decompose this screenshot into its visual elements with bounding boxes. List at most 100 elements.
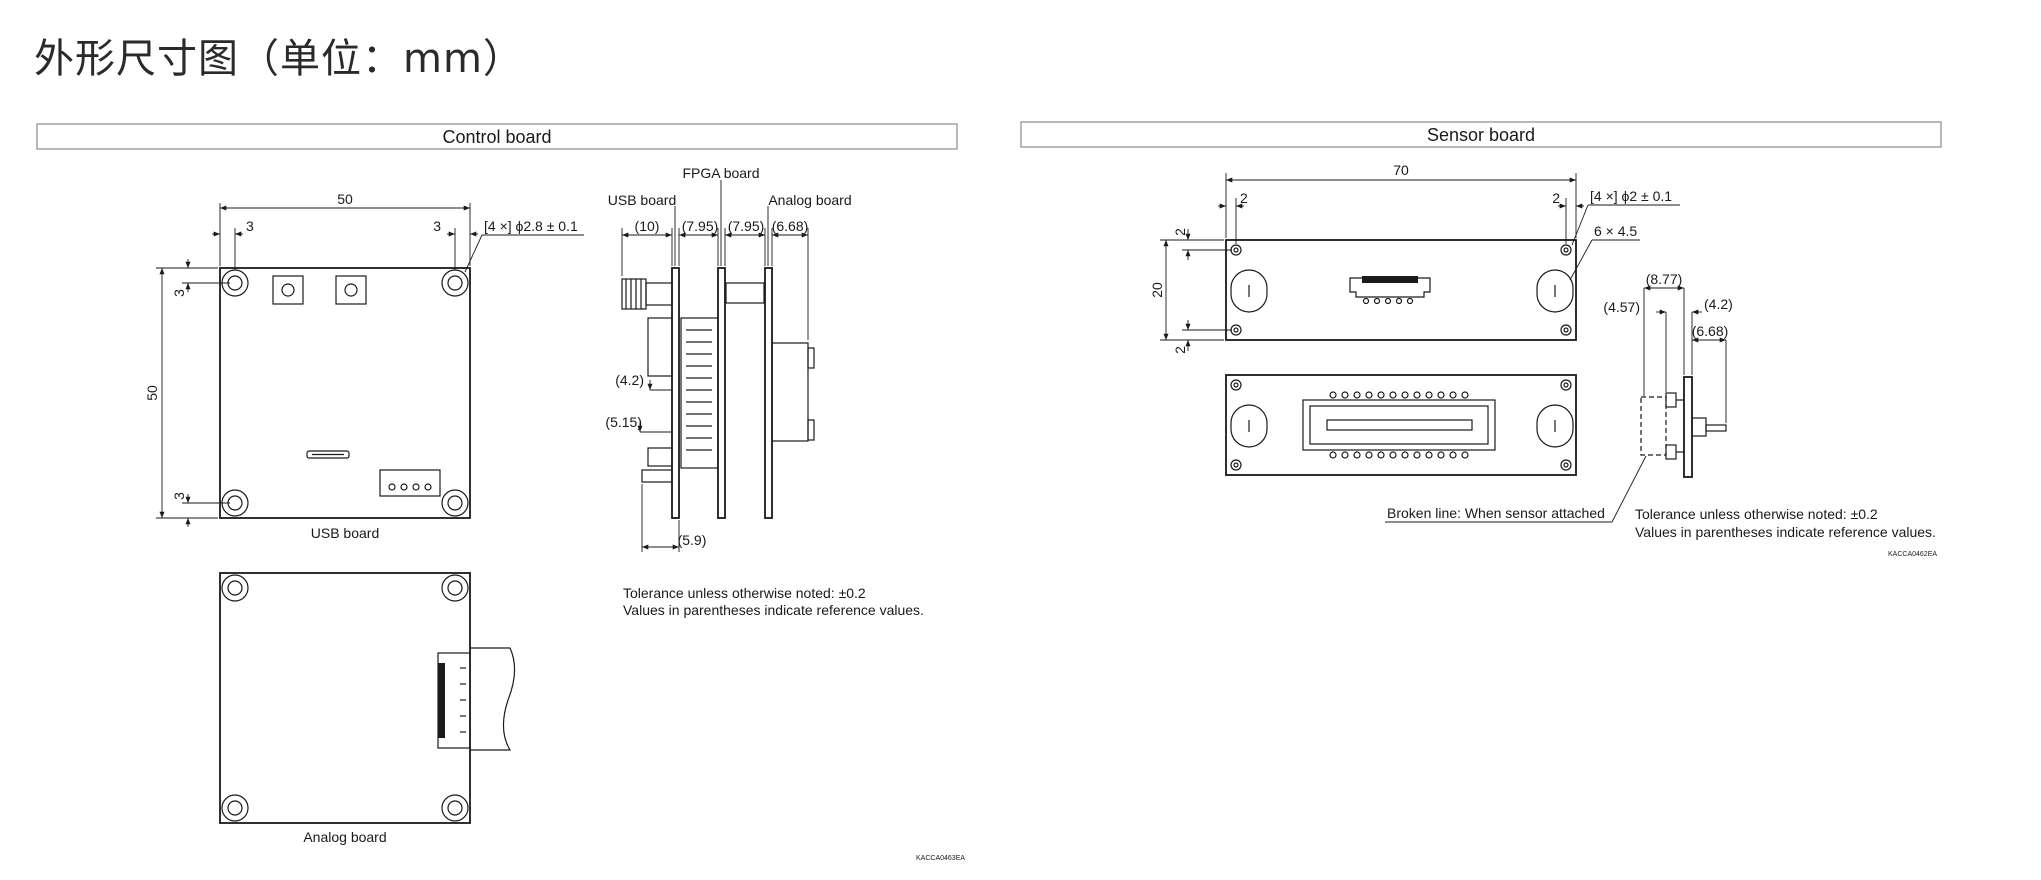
sma-connector-icon: [621, 278, 673, 310]
sensor-dim-4-57: (4.57): [1603, 299, 1640, 315]
sensor-pin-icon: [1353, 391, 1361, 399]
connector-icon: [1349, 276, 1431, 305]
connector-icon: [379, 469, 441, 497]
sensor-pin-icon: [1377, 451, 1385, 459]
sensor-pin-icon: [1425, 391, 1433, 399]
sensor-dim-offset-top: 2: [1172, 228, 1188, 236]
mounting-hole-icon: [1560, 379, 1572, 391]
sensor-pin-icon: [1449, 451, 1457, 459]
mounting-hole-icon: [1230, 379, 1242, 391]
dim-4-2: (4.2): [615, 372, 644, 388]
sensor-pin-icon: [1377, 391, 1385, 399]
side-usb-label: USB board: [608, 192, 676, 208]
sensor-pin-icon: [1389, 391, 1397, 399]
sensor-pin-icon: [1365, 451, 1373, 459]
control-header-box: [36, 123, 958, 150]
dim-hole: [4 ×] ϕ2.8 ± 0.1: [484, 218, 578, 234]
mounting-hole-icon: [221, 794, 249, 822]
control-drawing-code: KACCA0463EA: [916, 855, 965, 862]
side-fpga-label: FPGA board: [682, 165, 759, 181]
mounting-hole-icon: [441, 794, 469, 822]
button-icon: [272, 275, 304, 305]
sensor-board-top-view: 70 2 2 [4 ×] ϕ2 ± 0.1 6 × 4.5 20 2: [1149, 162, 1680, 354]
mounting-hole-icon: [1560, 244, 1572, 256]
button-icon: [335, 275, 367, 305]
sensor-dim-8-77: (8.77): [1646, 271, 1683, 287]
dim-offset-left: 3: [246, 218, 254, 234]
flex-cable-icon: [437, 647, 516, 751]
sensor-board-section: Sensor board 70: [1020, 121, 1942, 558]
sensor-pin-icon: [1329, 451, 1337, 459]
sensor-dim-offset-left: 2: [1240, 190, 1248, 206]
dim-5-15: (5.15): [605, 414, 642, 430]
mounting-hole-icon: [1230, 324, 1242, 336]
sensor-chip-icon: [1302, 391, 1496, 459]
mounting-hole-icon: [1230, 244, 1242, 256]
sensor-note-line1: Tolerance unless otherwise noted: ±0.2: [1635, 506, 1878, 522]
mounting-hole-icon: [1560, 459, 1572, 471]
dim-analog-depth: (6.68): [772, 218, 809, 234]
mounting-hole-icon: [1560, 324, 1572, 336]
usb-board-top-view: 50 3 3 [4 ×] ϕ2.8 ± 0.1 50 3: [144, 191, 584, 527]
sensor-header: Sensor board: [1427, 125, 1535, 145]
sensor-pin-icon: [1437, 451, 1445, 459]
dim-offset-bottom: 3: [171, 492, 187, 500]
mounting-hole-icon: [1230, 459, 1242, 471]
sensor-dim-width: 70: [1393, 162, 1409, 178]
sensor-dim-height: 20: [1149, 282, 1165, 298]
dim-offset-top: 3: [171, 289, 187, 297]
control-note-line1: Tolerance unless otherwise noted: ±0.2: [623, 585, 866, 601]
sensor-pin-icon: [1389, 451, 1397, 459]
mounting-hole-icon: [441, 574, 469, 602]
mounting-hole-icon: [441, 489, 469, 517]
sensor-pin-icon: [1329, 391, 1337, 399]
control-board-section: Control board 50: [36, 123, 965, 862]
usb-board-label: USB board: [311, 525, 379, 541]
mounting-hole-icon: [221, 574, 249, 602]
mounting-hole-icon: [441, 269, 469, 297]
sensor-dim-hole: [4 ×] ϕ2 ± 0.1: [1590, 188, 1672, 204]
dim-usb-spacing: (10): [635, 218, 660, 234]
sensor-side-view: (8.77) (4.57) (4.2) (6.68): [1603, 271, 1733, 478]
sensor-dim-offset-right: 2: [1552, 190, 1560, 206]
sensor-pin-icon: [1401, 391, 1409, 399]
sensor-pin-icon: [1425, 451, 1433, 459]
side-analog-label: Analog board: [768, 192, 851, 208]
sensor-dim-4-2: (4.2): [1704, 296, 1733, 312]
sensor-pin-icon: [1365, 391, 1373, 399]
sensor-dim-6-68: (6.68): [1692, 323, 1729, 339]
dim-height: 50: [144, 385, 160, 401]
slot-icon: [1536, 404, 1574, 448]
dim-fpga-spacing: (7.95): [682, 218, 719, 234]
usb-port-icon: [306, 450, 350, 459]
sensor-pin-icon: [1341, 451, 1349, 459]
sensor-pin-icon: [1461, 451, 1469, 459]
sensor-drawing-code: KACCA0462EA: [1888, 551, 1937, 558]
page-title: 外形尺寸图（单位：mm）: [34, 36, 524, 82]
sensor-board-front-view: [1225, 374, 1577, 476]
sensor-note-line2: Values in parentheses indicate reference…: [1635, 524, 1936, 540]
sensor-pin-icon: [1353, 451, 1361, 459]
broken-line-note: Broken line: When sensor attached: [1387, 505, 1605, 521]
dim-analog-spacing: (7.95): [728, 218, 765, 234]
control-header: Control board: [442, 127, 551, 147]
dim-offset-right: 3: [433, 218, 441, 234]
analog-board-top-view: [219, 572, 516, 824]
sensor-pin-icon: [1461, 391, 1469, 399]
sensor-pin-icon: [1401, 451, 1409, 459]
slot-icon: [1536, 269, 1574, 313]
sensor-dim-slot: 6 × 4.5: [1594, 223, 1637, 239]
slot-icon: [1230, 404, 1268, 448]
slot-icon: [1230, 269, 1268, 313]
control-note-line2: Values in parentheses indicate reference…: [623, 602, 924, 618]
sensor-pin-icon: [1341, 391, 1349, 399]
sensor-dim-offset-bottom: 2: [1172, 346, 1188, 354]
sensor-pin-icon: [1413, 391, 1421, 399]
sensor-header-box: [1020, 121, 1942, 148]
sensor-pin-icon: [1413, 451, 1421, 459]
analog-board-label: Analog board: [303, 829, 386, 845]
dim-width: 50: [337, 191, 353, 207]
control-side-view: (10) (7.95) (7.95) (6.68) USB board FPGA…: [605, 165, 852, 552]
sensor-pin-icon: [1437, 391, 1445, 399]
